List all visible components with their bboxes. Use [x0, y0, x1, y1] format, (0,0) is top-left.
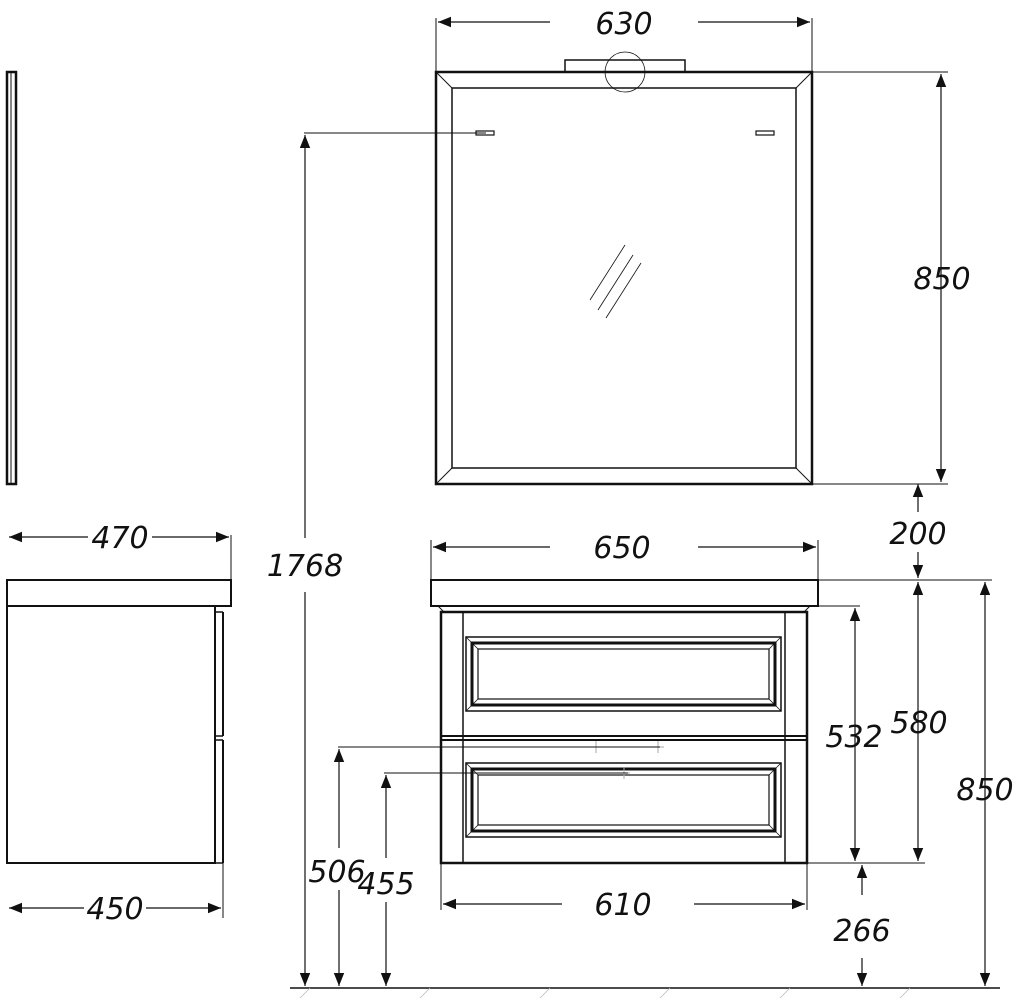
side-view-cabinet [6, 535, 232, 918]
dimension-drain-height-2: 455 [357, 772, 628, 986]
dimension-front-height: 532 [807, 605, 925, 864]
dimension-floor-clearance: 266 [833, 865, 891, 986]
dimension-total-height: 1768 [267, 132, 486, 986]
dimension-label: 1768 [267, 549, 343, 584]
dimension-overall-cabinet-height: 850 [956, 582, 1013, 986]
front-mirror [434, 51, 814, 486]
dimension-label: 630 [595, 7, 652, 42]
dimension-label: 455 [357, 867, 414, 902]
dimension-label: 450 [86, 892, 143, 927]
side-view-mirror [5, 70, 18, 486]
dimension-mirror-gap: 200 [889, 484, 947, 578]
dimension-label: 850 [956, 773, 1013, 808]
dimension-label: 580 [890, 706, 947, 741]
dimension-label: 532 [825, 720, 882, 755]
dimension-label: 266 [833, 914, 890, 949]
dimension-label: 200 [889, 517, 946, 552]
dimension-top-width: 650 [430, 531, 819, 580]
dimension-mirror-height: 850 [812, 71, 971, 485]
dimension-label: 610 [594, 888, 651, 923]
dimension-label: 850 [913, 262, 970, 297]
dimension-label: 650 [593, 531, 650, 566]
front-cabinet [430, 579, 819, 865]
dimension-cabinet-height: 580 [818, 579, 992, 861]
dimension-drain-height-1: 506 [308, 746, 660, 986]
dimension-side-top-depth: 470 [9, 521, 229, 556]
dimension-mirror-width: 630 [435, 7, 813, 72]
dimension-body-width: 610 [440, 863, 808, 923]
dimension-label: 470 [91, 521, 148, 556]
floor-line [290, 987, 1000, 999]
dimension-label: 506 [308, 855, 365, 890]
dimension-side-body-depth: 450 [9, 892, 221, 927]
